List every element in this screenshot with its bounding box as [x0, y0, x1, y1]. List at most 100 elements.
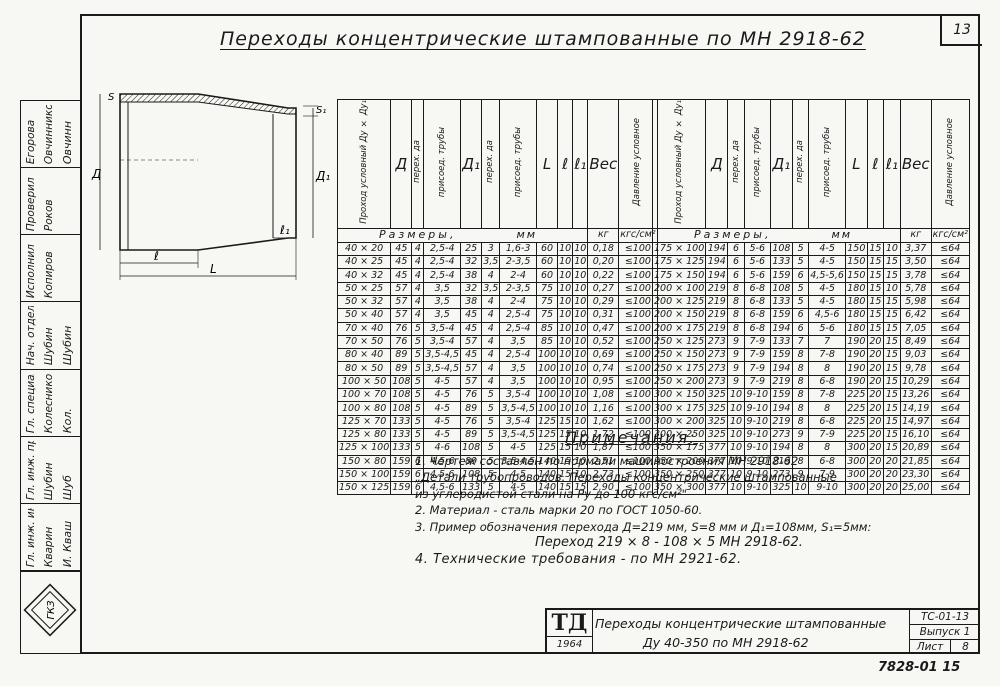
table-cell: 133 — [769, 294, 793, 310]
approval-name: Копиров — [43, 251, 55, 299]
table-cell: 9-10 — [743, 414, 771, 429]
table-cell: 15 — [866, 294, 885, 310]
table-cell: 125 × 70 — [336, 414, 392, 429]
table-cell: 133 — [390, 414, 413, 429]
table-cell: 10 — [572, 255, 589, 270]
table-cell: 4 — [411, 294, 425, 310]
table-cell: 8 — [727, 321, 745, 336]
table-cell: 50 × 32 — [336, 294, 392, 310]
table-cell: 9,78 — [899, 361, 932, 376]
table-cell: 8 — [791, 388, 810, 403]
table-cell: 25 — [460, 241, 483, 257]
table-cell: 7-8 — [808, 348, 846, 363]
table-cell: 3,5 — [423, 281, 462, 296]
table-cell: 2-4 — [499, 268, 537, 283]
reducer-drawing: Д Д₁ S S₁ ℓ ℓ₁ L — [91, 92, 330, 280]
table-cell: 45 — [460, 348, 483, 363]
table-cell: ≤64 — [930, 268, 971, 283]
table-cell: 45 — [390, 241, 413, 257]
column-header: Д — [705, 99, 729, 229]
table-cell: 70 × 40 — [336, 321, 392, 336]
dims-label-cell: Размеры,мм — [652, 227, 901, 243]
table-cell: 125 × 100 — [336, 441, 392, 456]
table-cell: 325 — [705, 388, 729, 403]
table-cell: 20 — [866, 388, 885, 403]
table-cell: 15 — [883, 294, 901, 310]
approval-sign: Шубин — [61, 326, 74, 366]
table-cell: 10 — [557, 361, 574, 376]
table-cell: 3,5-4 — [423, 321, 462, 336]
table-cell: 4-5 — [808, 281, 846, 296]
table-cell: 5 — [481, 388, 501, 403]
table-cell: ≤64 — [930, 348, 971, 363]
table-cell: 8 — [791, 374, 810, 390]
table-cell: 194 — [705, 241, 729, 257]
approval-role: Гл. инж. пр. — [25, 440, 37, 500]
table-cell: 10 — [727, 427, 745, 443]
table-cell: 190 — [844, 348, 868, 363]
table-cell: 89 — [460, 401, 483, 416]
table-cell: 5 — [481, 401, 501, 416]
table-cell: 4-5 — [423, 401, 462, 416]
table-cell: 6 — [411, 481, 425, 496]
table-cell: 0,22 — [587, 268, 620, 283]
table-cell: 85 — [535, 321, 559, 336]
table-cell: 140 — [535, 467, 559, 483]
table-cell: 100 — [535, 348, 559, 363]
table-cell: 10 — [557, 241, 574, 257]
table-cell: 9,03 — [899, 348, 932, 363]
column-header-text: присоед. трубы — [436, 126, 447, 197]
table-cell: 2,5-4 — [423, 255, 462, 270]
table-cell: 4,5-5,6 — [808, 268, 846, 283]
table-cell: 4 — [481, 321, 501, 336]
table-cell: 194 — [769, 361, 793, 376]
table-cell: 250 × 175 — [651, 361, 707, 376]
table-cell: 200 × 175 — [651, 321, 707, 336]
table-cell: 8 — [791, 361, 810, 376]
table-cell: 0,18 — [587, 241, 620, 257]
table-cell: 4-5 — [808, 241, 846, 257]
table-cell: 10 — [727, 401, 745, 416]
table-cell: 10 — [557, 281, 574, 296]
table-cell: 1,08 — [587, 388, 620, 403]
table-cell: 14,19 — [899, 401, 932, 416]
approval-name: Шубин — [43, 327, 55, 366]
table-cell: 45 — [460, 308, 483, 323]
column-header-text: присоед. трубы — [751, 126, 762, 197]
table-cell: 3,50 — [899, 255, 932, 270]
note-line: „Детали трубопроводов. Переходы концентр… — [415, 470, 837, 484]
table-cell: 4-5 — [499, 481, 537, 496]
table-cell: 70 × 50 — [336, 334, 392, 350]
notes-block: Примечания: 1. Чертеж составлен по норма… — [415, 429, 935, 568]
table-cell: 4 — [411, 255, 425, 270]
table-cell: 10 — [572, 414, 589, 429]
table-cell: 20 — [866, 414, 885, 429]
table-cell: ≤64 — [930, 441, 971, 456]
column-header: перех. да — [791, 99, 810, 229]
table-cell: 200 × 100 — [651, 281, 707, 296]
table-cell: 3,5 — [481, 255, 501, 270]
table-cell: 7 — [791, 334, 810, 350]
table-cell: 15 — [883, 414, 901, 429]
table-cell: 125 × 80 — [336, 427, 392, 443]
column-header: присоед. трубы — [743, 99, 771, 229]
table-cell: 10 — [727, 481, 745, 496]
approval-name: Роков — [43, 199, 55, 232]
table-cell: 20 — [866, 374, 885, 390]
approval-sign: Овчинн — [61, 120, 74, 165]
weight-unit: кг — [899, 227, 932, 243]
table-cell: 15 — [883, 348, 901, 363]
table-cell: 20 — [866, 334, 885, 350]
table-cell: 6-8 — [743, 308, 771, 323]
table-cell: 8 — [727, 294, 745, 310]
table-cell: 10,29 — [899, 374, 932, 390]
table-cell: 10 — [572, 294, 589, 310]
table-cell: 3,5 — [499, 334, 537, 350]
